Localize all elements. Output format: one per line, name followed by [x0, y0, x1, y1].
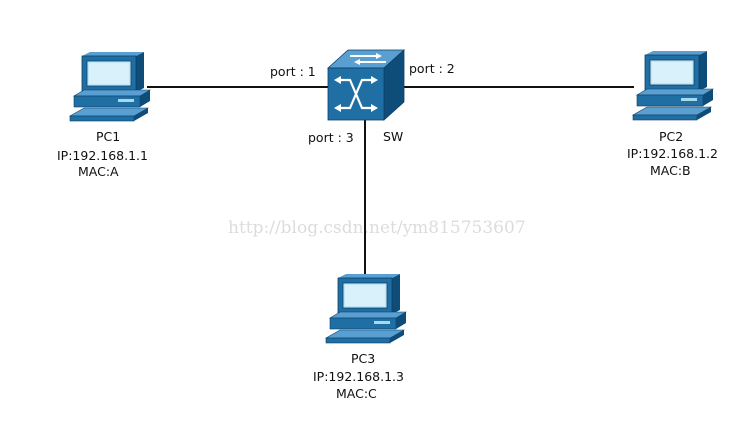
port-3-label: port : 3	[308, 130, 354, 145]
port-1-label: port : 1	[270, 64, 316, 79]
pc2-name: PC2	[659, 129, 683, 144]
links	[147, 86, 634, 278]
pc3-name: PC3	[351, 351, 375, 366]
pc2-ip: IP:192.168.1.2	[627, 146, 718, 161]
pc1-name: PC1	[96, 129, 120, 144]
port-2-label: port : 2	[409, 61, 455, 76]
pc3-ip: IP:192.168.1.3	[313, 369, 404, 384]
pc1-computer-icon	[69, 51, 151, 122]
pc2-computer-icon	[632, 50, 714, 121]
switch-label: SW	[383, 129, 403, 144]
pc2-mac: MAC:B	[650, 163, 691, 178]
pc1-mac: MAC:A	[78, 164, 119, 179]
pc1-ip: IP:192.168.1.1	[57, 148, 148, 163]
pc3-computer-icon	[325, 273, 407, 344]
pc3-mac: MAC:C	[336, 386, 377, 401]
watermark-text: http://blog.csdn.net/ym815753607	[228, 218, 526, 238]
switch-icon	[326, 49, 406, 121]
